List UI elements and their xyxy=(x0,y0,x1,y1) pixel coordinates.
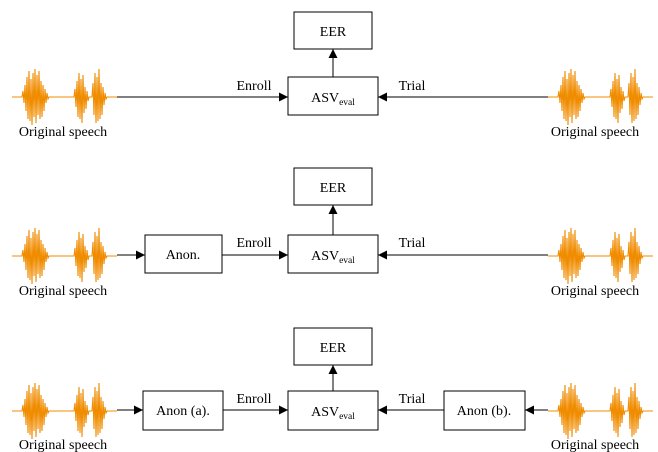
left-caption: Original speech xyxy=(19,284,107,299)
waveform-right-icon xyxy=(547,382,654,440)
trial-label: Trial xyxy=(399,236,426,251)
waveform-left-icon xyxy=(11,68,118,126)
row-2: Original speech Original speech EER ASVe… xyxy=(11,167,654,299)
eer-box xyxy=(293,11,373,50)
enroll-label: Enroll xyxy=(237,79,272,94)
waveform-right-icon xyxy=(547,227,654,285)
row-3: Original speech Original speech EER ASVe… xyxy=(11,327,654,452)
eer-label: EER xyxy=(320,25,347,40)
anon-label: Anon. xyxy=(166,248,201,263)
right-caption: Original speech xyxy=(551,438,639,452)
asv-eval-label: ASVeval xyxy=(311,91,355,108)
anon-box xyxy=(144,234,223,274)
trial-label: Trial xyxy=(399,392,426,407)
anon-a-label: Anon (a). xyxy=(156,404,210,419)
right-caption: Original speech xyxy=(551,125,639,140)
row-1: Original speech Original speech EER ASVe… xyxy=(11,11,654,140)
enroll-label: Enroll xyxy=(237,392,272,407)
waveform-left-icon xyxy=(11,227,118,285)
trial-label: Trial xyxy=(399,79,426,94)
eer-label: EER xyxy=(320,181,347,196)
anon-b-box xyxy=(443,390,526,431)
enroll-label: Enroll xyxy=(237,236,272,251)
left-caption: Original speech xyxy=(19,125,107,140)
waveform-left-icon xyxy=(11,382,118,440)
eer-box xyxy=(293,327,373,366)
asv-eval-label: ASVeval xyxy=(311,249,355,266)
anon-b-label: Anon (b). xyxy=(457,404,511,419)
right-caption: Original speech xyxy=(551,284,639,299)
eer-label: EER xyxy=(320,341,347,356)
asv-eval-label: ASVeval xyxy=(311,405,355,422)
waveform-right-icon xyxy=(547,68,654,126)
eer-box xyxy=(293,167,373,206)
asv-eval-box xyxy=(287,76,379,116)
left-caption: Original speech xyxy=(19,438,107,452)
